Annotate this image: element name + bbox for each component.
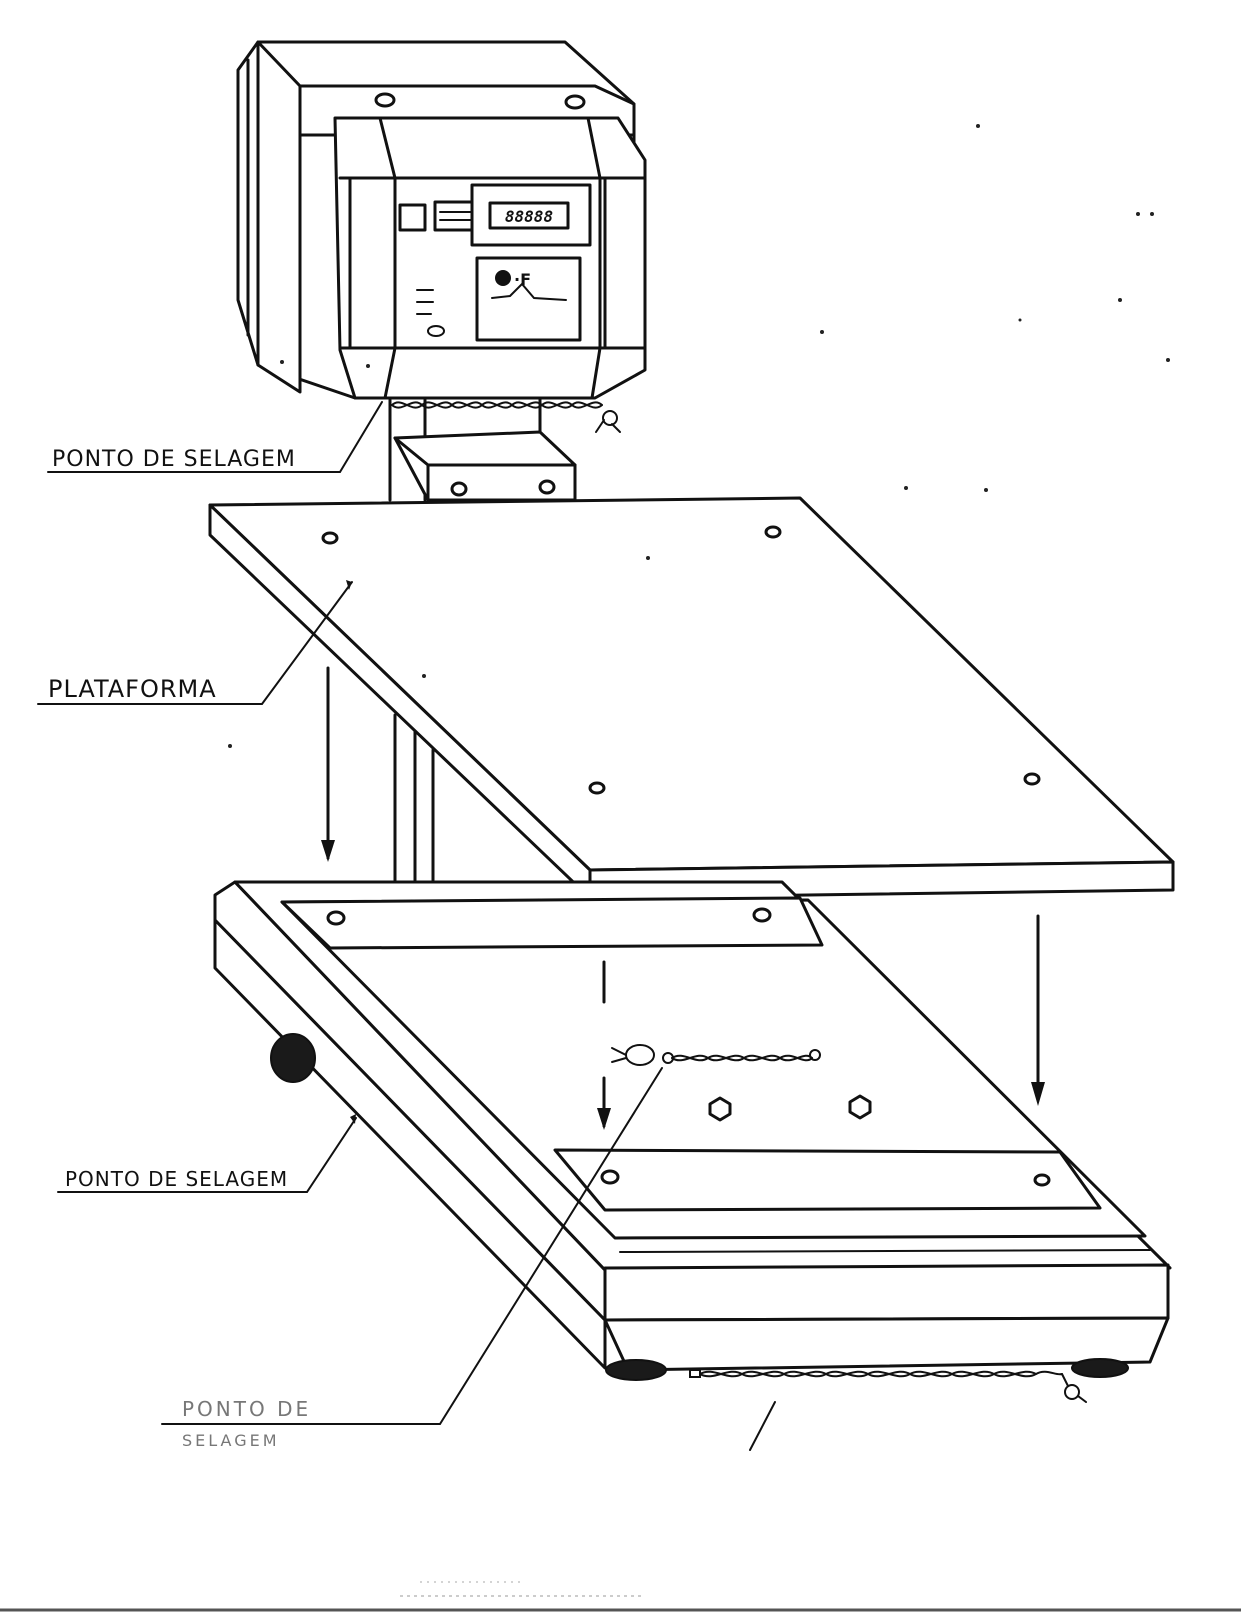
footer-stamp-marks bbox=[0, 1581, 1241, 1612]
model-marking bbox=[416, 289, 445, 337]
internal-seal-wire bbox=[611, 1044, 821, 1066]
label-seal-point-middle: PONTO DE SELAGEM bbox=[57, 1114, 357, 1193]
display-digits: 88888 bbox=[505, 207, 553, 226]
assembly-arrow-right bbox=[1031, 914, 1045, 1106]
nut-right bbox=[848, 1094, 872, 1120]
label-seal-point-top: PONTO DE SELAGEM bbox=[47, 401, 383, 473]
assembly-arrow-left bbox=[321, 666, 335, 862]
column-bracket bbox=[393, 396, 577, 502]
foot-front-left bbox=[605, 1359, 667, 1381]
brand-logo: ·F bbox=[491, 270, 567, 301]
base-seal-wire bbox=[689, 1369, 1087, 1403]
weight-display bbox=[488, 201, 570, 230]
foot-back-left bbox=[270, 1033, 316, 1083]
top-screw-left bbox=[374, 92, 396, 108]
svg-text:PLATAFORMA: PLATAFORMA bbox=[48, 675, 217, 703]
top-screw-right bbox=[564, 94, 586, 110]
label-seal-point-bottom: PONTO DE SELAGEM bbox=[161, 1067, 776, 1451]
nut-left bbox=[708, 1096, 732, 1122]
indicator-front-panel: 88888 ·F bbox=[398, 183, 592, 342]
svg-text:·F: ·F bbox=[514, 270, 531, 289]
assembly-arrow-center bbox=[597, 960, 611, 1130]
svg-text:PONTO DE SELAGEM: PONTO DE SELAGEM bbox=[52, 447, 296, 472]
platform-plate bbox=[208, 496, 1175, 900]
scan-specks bbox=[228, 124, 1170, 748]
svg-text:PONTO DE SELAGEM: PONTO DE SELAGEM bbox=[65, 1167, 288, 1191]
label-platform: PLATAFORMA bbox=[37, 580, 353, 705]
svg-text:SELAGEM: SELAGEM bbox=[182, 1431, 280, 1450]
scale-base bbox=[213, 880, 1172, 1381]
foot-front-right bbox=[1071, 1358, 1129, 1378]
svg-text:PONTO DE: PONTO DE bbox=[182, 1397, 311, 1421]
